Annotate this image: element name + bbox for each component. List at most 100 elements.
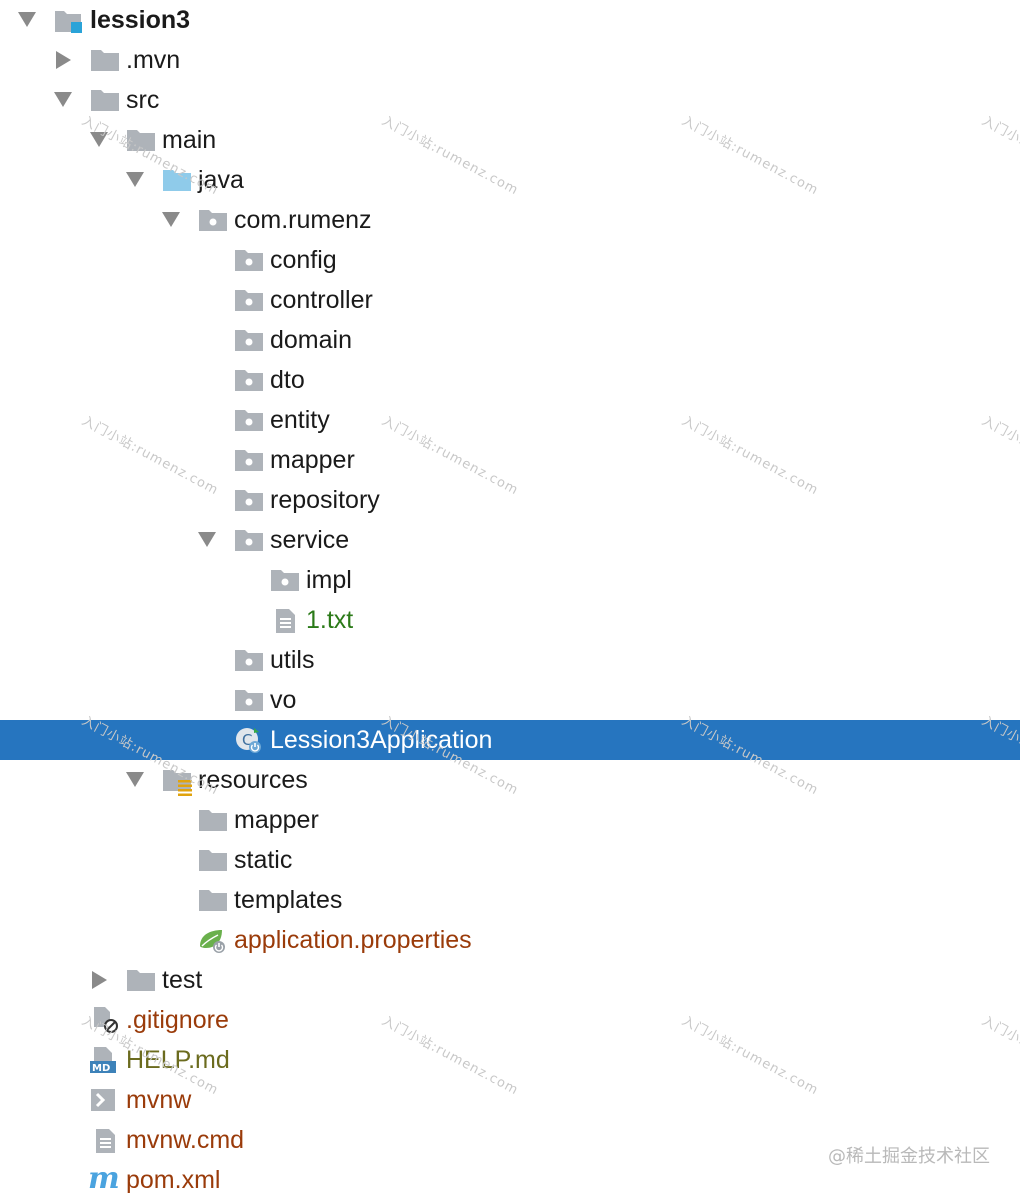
tree-item-label: com.rumenz — [234, 206, 372, 234]
tree-row-mapper[interactable]: mapper — [0, 440, 1020, 480]
package-icon — [234, 448, 263, 472]
tree-row-repository[interactable]: repository — [0, 480, 1020, 520]
tree-item-label: .gitignore — [126, 1006, 229, 1034]
tree-item-label: pom.xml — [126, 1166, 221, 1194]
tree-item-label: controller — [270, 286, 373, 314]
tree-item-label: HELP.md — [126, 1046, 230, 1074]
expand-arrow-icon[interactable] — [18, 12, 36, 27]
package-icon — [234, 688, 263, 712]
tree-item-label: java — [198, 166, 244, 194]
tree-item-label: resources — [198, 766, 308, 794]
tree-item-label: impl — [306, 566, 352, 594]
text-file-icon — [94, 1128, 122, 1153]
package-icon — [234, 648, 263, 672]
tree-row-mvnw-cmd[interactable]: mvnw.cmd — [0, 1120, 1020, 1160]
tree-row-pom-xml[interactable]: m pom.xml — [0, 1160, 1020, 1200]
tree-item-label: entity — [270, 406, 330, 434]
tree-row-resources-mapper[interactable]: mapper — [0, 800, 1020, 840]
tree-row-test[interactable]: test — [0, 960, 1020, 1000]
tree-item-label: service — [270, 526, 350, 554]
tree-row-gitignore[interactable]: .gitignore — [0, 1000, 1020, 1040]
tree-item-label: src — [126, 86, 160, 114]
tree-item-label: utils — [270, 646, 315, 674]
package-icon — [270, 568, 299, 592]
folder-icon — [90, 88, 119, 112]
tree-row-entity[interactable]: entity — [0, 400, 1020, 440]
maven-icon: m — [88, 1161, 120, 1196]
resources-folder-icon — [162, 768, 192, 796]
tree-item-label: vo — [270, 686, 297, 714]
tree-row-application-properties[interactable]: application.properties — [0, 920, 1020, 960]
tree-item-label: Lession3Application — [270, 726, 493, 754]
expand-arrow-icon[interactable] — [162, 212, 180, 227]
folder-icon — [198, 888, 227, 912]
svg-text:C: C — [242, 731, 252, 749]
tree-row-com-rumenz[interactable]: com.rumenz — [0, 200, 1020, 240]
tree-row-resources[interactable]: resources — [0, 760, 1020, 800]
shell-script-icon — [90, 1088, 118, 1112]
folder-icon — [90, 48, 119, 72]
tree-row-controller[interactable]: controller — [0, 280, 1020, 320]
tree-row-service[interactable]: service — [0, 520, 1020, 560]
expand-arrow-icon[interactable] — [126, 772, 144, 787]
tree-item-label: lession3 — [90, 6, 191, 34]
package-icon — [234, 408, 263, 432]
tree-row-static[interactable]: static — [0, 840, 1020, 880]
expand-arrow-icon[interactable] — [198, 532, 216, 547]
package-icon — [234, 288, 263, 312]
tree-row-mvnw[interactable]: mvnw — [0, 1080, 1020, 1120]
package-icon — [198, 208, 227, 232]
tree-row-domain[interactable]: domain — [0, 320, 1020, 360]
tree-row-src[interactable]: src — [0, 80, 1020, 120]
tree-item-label: mapper — [270, 446, 355, 474]
tree-item-label: domain — [270, 326, 352, 354]
expand-arrow-icon[interactable] — [54, 92, 72, 107]
collapsed-arrow-icon[interactable] — [56, 51, 71, 69]
module-folder-icon — [54, 8, 82, 33]
tree-row-impl[interactable]: impl — [0, 560, 1020, 600]
tree-item-label: mvnw.cmd — [126, 1126, 245, 1154]
tree-item-label: templates — [234, 886, 343, 914]
tree-row-main[interactable]: main — [0, 120, 1020, 160]
tree-row-lession3application[interactable]: C Lession3Application — [0, 720, 1020, 760]
collapsed-arrow-icon[interactable] — [92, 971, 107, 989]
package-icon — [234, 248, 263, 272]
tree-item-label: config — [270, 246, 337, 274]
source-credit: @稀土掘金技术社区 — [828, 1146, 990, 1167]
tree-row-dto[interactable]: dto — [0, 360, 1020, 400]
tree-item-label: dto — [270, 366, 305, 394]
tree-row-config[interactable]: config — [0, 240, 1020, 280]
tree-row-lession3[interactable]: lession3 — [0, 0, 1020, 40]
package-icon — [234, 488, 263, 512]
tree-row-mvn[interactable]: .mvn — [0, 40, 1020, 80]
svg-text:MD: MD — [92, 1063, 110, 1074]
expand-arrow-icon[interactable] — [126, 172, 144, 187]
tree-item-label: main — [162, 126, 217, 154]
ignored-file-icon — [92, 1006, 120, 1033]
tree-row-templates[interactable]: templates — [0, 880, 1020, 920]
package-icon — [234, 328, 263, 352]
tree-item-label: mapper — [234, 806, 319, 834]
spring-boot-class-icon: C — [234, 726, 262, 753]
package-icon — [234, 528, 263, 552]
tree-item-label: .mvn — [126, 46, 181, 74]
tree-item-label: repository — [270, 486, 380, 514]
tree-row-java[interactable]: java — [0, 160, 1020, 200]
tree-item-label: test — [162, 966, 203, 994]
folder-icon — [198, 808, 227, 832]
tree-row-help-md[interactable]: MD HELP.md — [0, 1040, 1020, 1080]
svg-text:m: m — [88, 1164, 120, 1194]
tree-row-utils[interactable]: utils — [0, 640, 1020, 680]
text-file-icon — [274, 608, 302, 633]
tree-row-vo[interactable]: vo — [0, 680, 1020, 720]
folder-icon — [126, 968, 155, 992]
tree-item-label: 1.txt — [306, 606, 354, 634]
spring-properties-icon — [198, 926, 226, 953]
tree-item-label: mvnw — [126, 1086, 192, 1114]
folder-icon — [198, 848, 227, 872]
tree-row-1-txt[interactable]: 1.txt — [0, 600, 1020, 640]
expand-arrow-icon[interactable] — [90, 132, 108, 147]
package-icon — [234, 368, 263, 392]
tree-item-label: application.properties — [234, 926, 472, 954]
